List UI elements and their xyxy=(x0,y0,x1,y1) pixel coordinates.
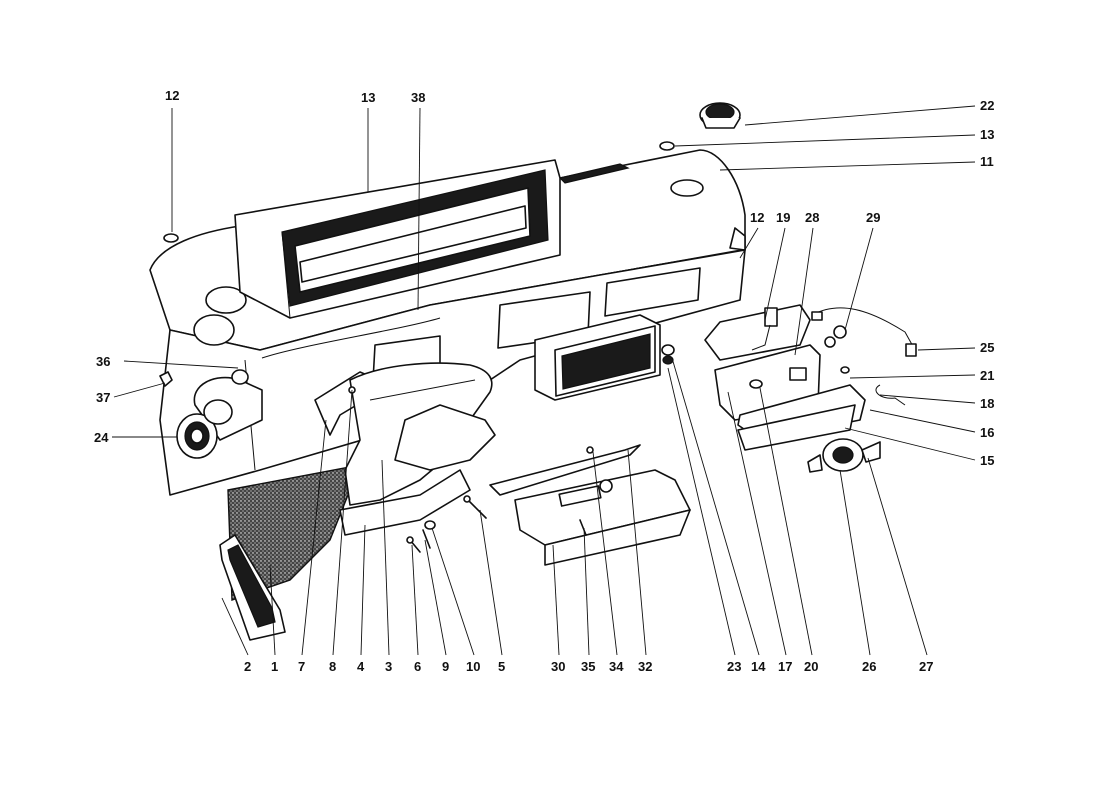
callout-18: 17 xyxy=(778,659,792,674)
center-trim-parts xyxy=(314,362,496,536)
center-vent xyxy=(534,314,675,401)
callout-38: 38 xyxy=(411,90,425,105)
right-switch-assembly xyxy=(704,304,917,473)
fasteners xyxy=(163,141,675,553)
callout-19: 18 xyxy=(980,396,994,411)
callout-32: 30 xyxy=(551,659,565,674)
callout-24: 23 xyxy=(727,659,741,674)
callout-4: 4 xyxy=(357,659,365,674)
left-vent-assembly xyxy=(159,369,263,459)
callout-9: 9 xyxy=(442,659,449,674)
instrument-hood xyxy=(234,159,561,319)
callout-13-left: 12 xyxy=(165,88,179,103)
callout-37: 37 xyxy=(96,390,110,405)
callout-10: 10 xyxy=(466,659,480,674)
callout-15: 14 xyxy=(751,659,766,674)
callout-5: 5 xyxy=(498,659,505,674)
callout-21: 20 xyxy=(804,659,818,674)
callout-12: 12 xyxy=(750,210,764,225)
callout-22: 21 xyxy=(980,368,994,383)
callout-1: 1 xyxy=(271,659,278,674)
callout-36: 36 xyxy=(96,354,110,369)
callout-28: 27 xyxy=(919,659,933,674)
callout-8: 8 xyxy=(329,659,336,674)
callout-11: 11 xyxy=(980,154,994,169)
callout-20: 19 xyxy=(776,210,790,225)
callout-33: 32 xyxy=(638,659,652,674)
callout-7: 7 xyxy=(298,659,305,674)
callout-16: 15 xyxy=(980,453,994,468)
callout-17: 16 xyxy=(980,425,994,440)
callout-23: 22 xyxy=(980,98,994,113)
callout-29: 28 xyxy=(805,210,819,225)
callout-14: 13 xyxy=(361,90,375,105)
top-knob xyxy=(699,102,741,129)
callout-3: 3 xyxy=(385,659,392,674)
callout-26: 25 xyxy=(980,340,994,355)
callout-labels: 12 13 38 22 13 11 12 19 28 29 25 21 18 1… xyxy=(94,88,994,674)
callout-35: 35 xyxy=(581,659,595,674)
leader-lines xyxy=(112,105,976,656)
callout-25: 24 xyxy=(94,430,109,445)
lower-carpet-panel xyxy=(219,464,362,641)
callout-27: 26 xyxy=(862,659,876,674)
center-console xyxy=(489,444,691,566)
callout-6: 6 xyxy=(414,659,421,674)
callout-30: 29 xyxy=(866,210,880,225)
callout-2: 2 xyxy=(244,659,251,674)
callout-34: 34 xyxy=(609,659,624,674)
callout-13-right: 13 xyxy=(980,127,994,142)
